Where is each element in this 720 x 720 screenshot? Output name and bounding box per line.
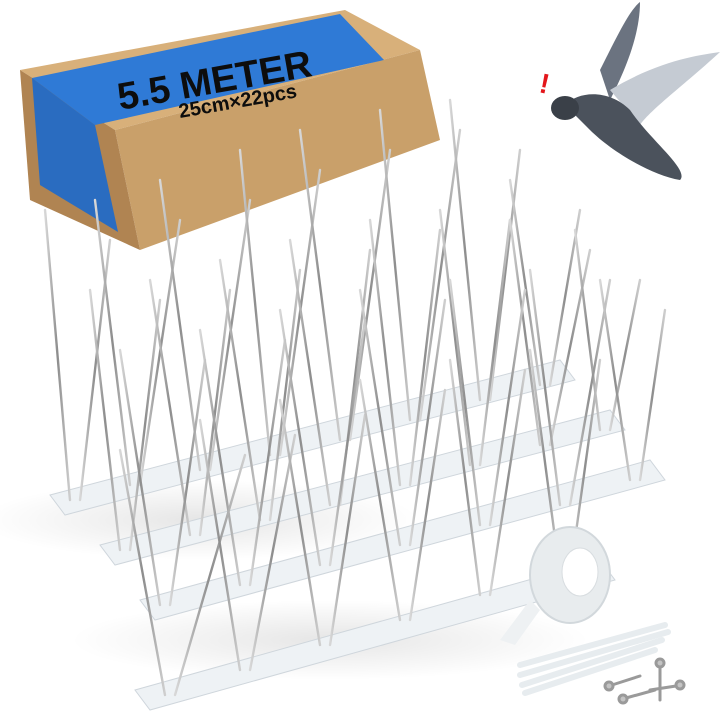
adhesive-tape-roll (500, 526, 611, 645)
alert-exclamation-icon: ! (537, 68, 553, 100)
pigeon-illustration: ! (537, 2, 720, 180)
screws (603, 657, 686, 705)
spikes (43, 98, 667, 697)
cable-ties (517, 622, 671, 696)
